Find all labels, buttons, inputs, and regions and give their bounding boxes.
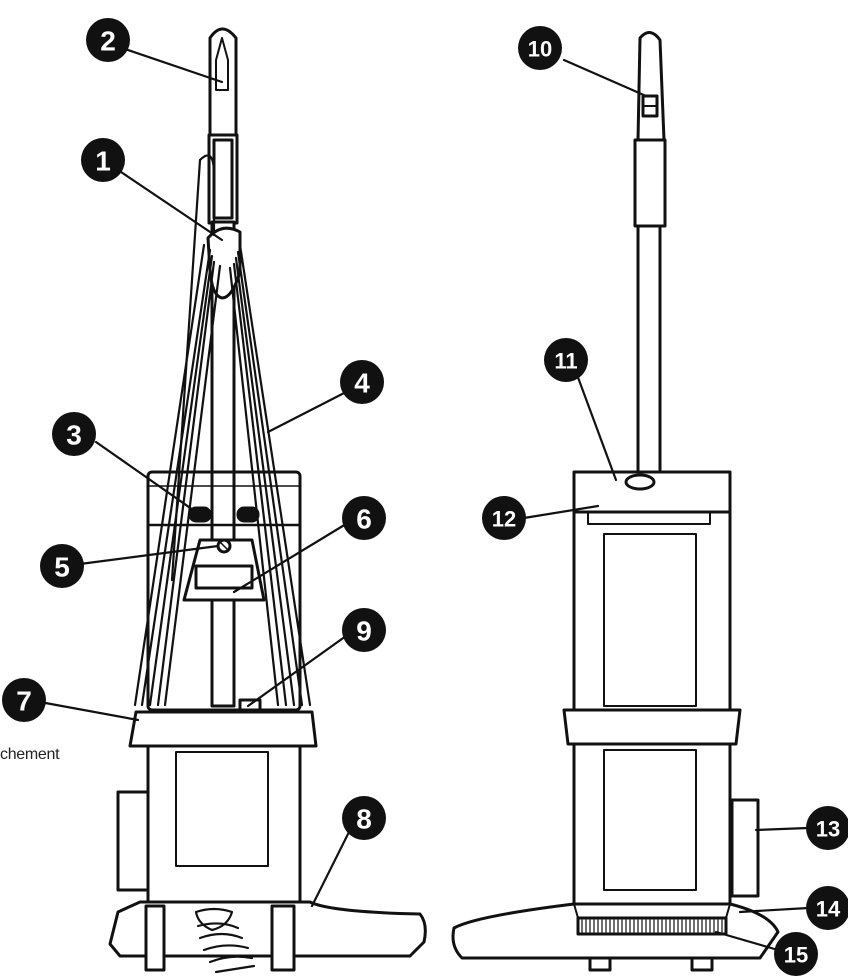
- callout-12: 12: [482, 496, 526, 540]
- handle-upper-inset: [212, 138, 234, 220]
- back-handle-grip: [636, 31, 666, 142]
- back-body-upper: [572, 510, 732, 714]
- hose: [194, 907, 256, 974]
- callout-5: 5: [40, 544, 84, 588]
- callout-8: 8: [342, 796, 386, 840]
- back-handle-upper: [633, 138, 667, 228]
- base: [108, 900, 427, 958]
- side-attachment: [116, 790, 150, 892]
- callout-14: 14: [806, 886, 848, 930]
- body-lower: [146, 744, 302, 908]
- svg-text:10: 10: [528, 37, 552, 62]
- svg-text:11: 11: [554, 349, 577, 374]
- callout-10: 10: [518, 26, 562, 70]
- back-body-band: [562, 708, 742, 746]
- body-upper: [146, 470, 302, 712]
- back-side-attachment: [730, 798, 760, 898]
- leader-lines: [38, 46, 810, 952]
- back-view: [451, 31, 780, 972]
- callout-6: 6: [342, 496, 386, 540]
- handle-lock-right: [236, 506, 260, 523]
- svg-text:14: 14: [816, 897, 841, 922]
- on-off-switch: [194, 564, 254, 590]
- callout-3: 3: [52, 412, 96, 456]
- callout-15: 15: [774, 932, 818, 976]
- power-cord: [133, 154, 312, 707]
- brush-roll: [576, 916, 728, 936]
- svg-text:7: 7: [16, 686, 32, 717]
- back-handle-shaft: [636, 224, 662, 478]
- callout-4: 4: [340, 360, 384, 404]
- callout-9: 9: [342, 608, 386, 652]
- svg-text:15: 15: [784, 943, 808, 968]
- svg-text:2: 2: [100, 26, 116, 57]
- svg-text:5: 5: [54, 552, 70, 583]
- svg-text:8: 8: [356, 804, 372, 835]
- svg-text:6: 6: [356, 504, 372, 535]
- callout-badges: 1 2 3 4 5 6 7 8 9 10 11 12 13 14 15: [2, 18, 848, 976]
- svg-text:9: 9: [356, 616, 372, 647]
- callout-13: 13: [806, 806, 848, 850]
- svg-text:3: 3: [66, 420, 82, 451]
- callout-1: 1: [81, 138, 125, 182]
- callout-7: 7: [2, 678, 46, 722]
- callout-11: 11: [544, 338, 588, 382]
- front-view: [108, 27, 427, 974]
- side-caption: chement: [0, 746, 60, 763]
- handle-socket: [624, 473, 656, 491]
- callout-2: 2: [86, 18, 130, 62]
- svg-text:1: 1: [95, 146, 111, 177]
- svg-text:12: 12: [492, 507, 516, 532]
- svg-text:13: 13: [816, 817, 840, 842]
- body-band: [128, 710, 318, 748]
- handle-grip-inset: [215, 37, 229, 91]
- svg-text:4: 4: [354, 368, 370, 399]
- back-body-lower: [572, 742, 732, 906]
